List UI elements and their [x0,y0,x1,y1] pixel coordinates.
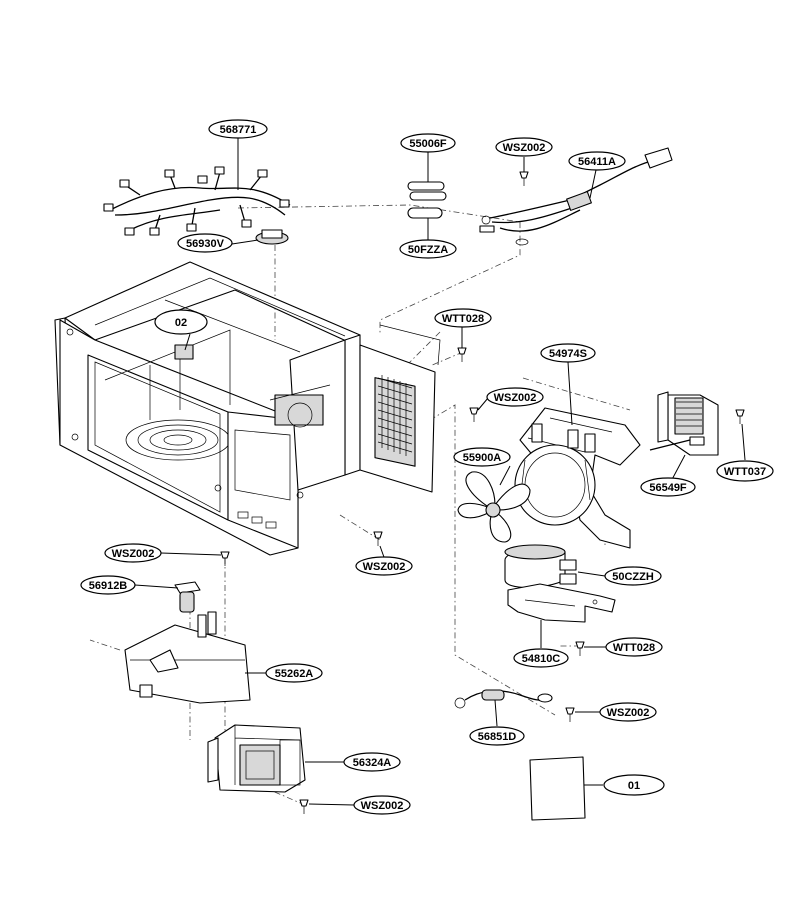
callout-56912B: 56912B [80,575,136,595]
callout-WTT028: WTT028 [605,637,663,657]
svg-text:WTT028: WTT028 [613,642,655,654]
callout-55900A: 55900A [453,447,511,467]
fan-blade-55900A [457,471,531,543]
svg-text:56549F: 56549F [649,482,687,494]
capacitor-50CZZH [504,544,577,588]
svg-text:568771: 568771 [220,124,257,136]
callout-56411A: 56411A [568,151,626,171]
callout-56324A: 56324A [343,752,401,772]
power-cord-56411A [479,147,673,246]
callout-55006F: 55006F [400,133,456,153]
callout-56851D: 56851D [469,726,525,746]
svg-text:56912B: 56912B [89,580,128,592]
fan-duct-54974S [514,407,641,549]
wire-harness [103,166,291,236]
callout-WSZ002: WSZ002 [599,702,657,722]
screw-wsz002-mid [469,407,479,422]
screw-wtt028-top [457,347,467,362]
thermostat-56912B [174,581,201,613]
magnetron-56324A [207,724,306,793]
callout-WTT037: WTT037 [716,460,774,482]
callout-54974S: 54974S [540,343,596,363]
callout-50FZZA: 50FZZA [399,239,457,259]
svg-text:01: 01 [628,780,640,792]
callout-56549F: 56549F [640,477,696,497]
screw-wsz002-top [519,171,529,186]
fan-motor-56549F [649,391,719,456]
svg-text:WSZ002: WSZ002 [363,561,406,573]
manual-01 [529,756,586,821]
svg-text:50FZZA: 50FZZA [408,244,448,256]
callout-568771: 568771 [208,119,268,139]
svg-text:55900A: 55900A [463,452,502,464]
svg-text:56411A: 56411A [578,156,616,168]
svg-text:WTT028: WTT028 [442,313,484,325]
callout-WSZ002: WSZ002 [495,137,553,157]
svg-text:54974S: 54974S [549,348,587,360]
svg-text:56324A: 56324A [353,757,392,769]
bracket-55262A [124,611,251,704]
screw-wsz002-right-lower [565,707,575,722]
fuse-50FZZA [407,207,443,219]
callout-55262A: 55262A [265,663,323,683]
callout-56930V: 56930V [177,233,233,253]
svg-text:56851D: 56851D [478,731,517,743]
svg-text:50CZZH: 50CZZH [612,571,654,583]
svg-text:02: 02 [175,317,187,329]
svg-text:WSZ002: WSZ002 [503,142,546,154]
svg-text:55262A: 55262A [275,668,314,680]
svg-text:WSZ002: WSZ002 [494,392,537,404]
capacitor-bracket-54810C [507,583,616,623]
callout-WSZ002: WSZ002 [486,387,544,407]
svg-text:56930V: 56930V [186,238,225,250]
svg-text:WTT037: WTT037 [724,466,766,478]
wire-56851D [454,689,553,709]
callout-02: 02 [154,309,208,335]
callout-01: 01 [603,774,665,796]
callout-WSZ002: WSZ002 [104,543,162,563]
callout-WSZ002: WSZ002 [355,556,413,576]
svg-text:WSZ002: WSZ002 [607,707,650,719]
screw-wsz002-bottom [299,799,309,814]
screw-wtt028-lower [575,641,585,656]
callout-WTT028: WTT028 [434,308,492,328]
callout-54810C: 54810C [513,648,569,668]
main-cavity-chassis [54,261,441,556]
fuse-55006F [407,181,447,201]
callout-50CZZH: 50CZZH [604,566,662,586]
screw-wsz002-left [220,551,230,566]
thermal-cutout-56930V [255,229,289,245]
callout-WSZ002: WSZ002 [353,795,411,815]
svg-text:WSZ002: WSZ002 [112,548,155,560]
svg-text:WSZ002: WSZ002 [361,800,404,812]
screw-wsz002-lower-mid [373,531,383,546]
leader-lines [134,138,746,806]
svg-text:55006F: 55006F [409,138,447,150]
screw-wtt037 [735,409,745,424]
vent-grille [377,375,413,456]
svg-text:54810C: 54810C [522,653,561,665]
